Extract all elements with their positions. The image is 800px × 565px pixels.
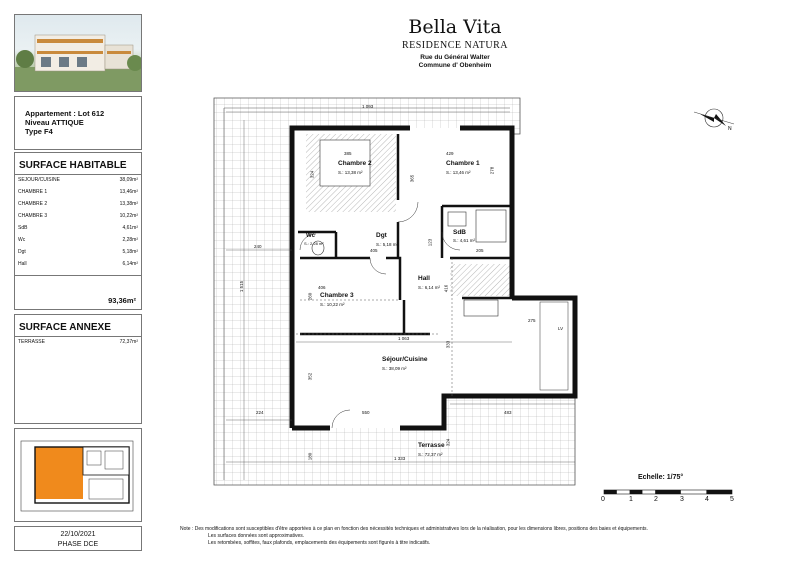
dimension-label: 123: [427, 238, 433, 247]
dimension-label: 180: [307, 452, 313, 461]
scale-bar: [603, 489, 733, 495]
scale-tick-5: 5: [730, 496, 734, 503]
hall-hatch: [450, 264, 510, 296]
room-label-terrasse: Terrasse: [418, 442, 445, 449]
dimension-label: 406: [318, 285, 326, 290]
room-label-hall: Hall: [418, 275, 430, 282]
dimension-label: 429: [446, 151, 454, 156]
room-area-chambre2: S.: 13,38 m²: [338, 170, 363, 175]
dimension-label: 260: [307, 292, 313, 301]
room-label-chambre2: Chambre 2: [338, 160, 372, 167]
commune-name: Commune d' Obenheim: [418, 62, 492, 69]
note-line: Note : Des modifications sont susceptibl…: [180, 526, 648, 532]
dimension-label: 240: [254, 244, 262, 249]
dimension-label: LV: [558, 326, 564, 331]
svg-text:N: N: [728, 126, 732, 132]
north-arrow-icon: N: [693, 108, 735, 132]
dimension-label: 275: [528, 318, 536, 323]
building-render-image: [14, 14, 142, 92]
kitchen-sink: [463, 299, 499, 317]
room-area-chambre3: S.: 10,22 m²: [320, 302, 345, 307]
room-label-chambre3: Chambre 3: [320, 292, 354, 299]
dimension-label: 1 063: [398, 336, 410, 341]
key-plan: [14, 428, 142, 522]
exterior-walls: [289, 125, 578, 431]
room-area-hall: S.: 6,14 m²: [418, 285, 441, 290]
kitchen-counter: [539, 301, 569, 391]
surface-habitable-title: SURFACE HABITABLE: [15, 153, 141, 175]
dimension-label: 1 333: [394, 456, 406, 461]
room-label-sejour: Séjour/Cuisine: [382, 356, 428, 363]
surface-habitable-total: 93,36m²: [108, 296, 136, 305]
apartment-lot: Appartement : Lot 612: [25, 109, 105, 118]
dimension-label: 416: [443, 284, 449, 293]
residence-name: RESIDENCE NATURA: [401, 40, 509, 51]
room-area-chambre1: S.: 13,46 m²: [446, 170, 471, 175]
scale-label: Echelle: 1/75°: [638, 474, 684, 481]
bed: [319, 139, 371, 187]
dimension-label: 333: [445, 340, 451, 349]
dimension-label: 483: [504, 410, 512, 415]
dimension-label: 385: [344, 151, 352, 156]
surface-annexe-title: SURFACE ANNEXE: [15, 315, 141, 337]
note-line: Les retombées, soffites, faux plafonds, …: [208, 540, 431, 546]
room-label-sdb: SdB: [453, 229, 466, 236]
plan-notes: Note : Des modifications sont susceptibl…: [180, 526, 770, 547]
room-area-dgt: S.: 5,18 m²: [376, 242, 399, 247]
room-label-wc: Wc: [306, 233, 315, 239]
door-swings: [299, 201, 461, 429]
apartment-info-box: Appartement : Lot 612 Niveau ATTIQUE Typ…: [14, 96, 142, 150]
dimension-label: 1 515: [239, 280, 245, 293]
dimension-label: 405: [370, 248, 378, 253]
dimension-lines: [226, 111, 575, 480]
room-area-terrasse: S.: 72,37 m²: [418, 452, 443, 457]
scale-tick-1: 1: [629, 496, 633, 503]
dimension-label: 324: [445, 438, 451, 447]
apartment-type: Type F4: [25, 127, 53, 136]
scale-tick-4: 4: [705, 496, 709, 503]
dimension-label: 352: [307, 372, 313, 381]
room-label-dgt: Dgt: [376, 232, 387, 239]
bathtub: [475, 209, 507, 243]
dimension-label: 324: [309, 170, 315, 179]
dimension-label: 205: [476, 248, 484, 253]
date-phase-box: 22/10/2021 PHASE DCE: [14, 526, 142, 551]
washbasin: [447, 211, 467, 227]
plan-date: 22/10/2021: [60, 531, 96, 538]
apartment-level: Niveau ATTIQUE: [25, 118, 84, 127]
scale-tick-2: 2: [654, 496, 658, 503]
room-label-chambre1: Chambre 1: [446, 160, 480, 167]
dimension-label: 550: [362, 410, 370, 415]
dimension-label: 278: [489, 166, 495, 175]
plan-phase: PHASE DCE: [57, 541, 99, 548]
project-title-block: Bella Vita RESIDENCE NATURA Rue du Génér…: [300, 16, 610, 70]
project-name: Bella Vita: [408, 16, 502, 38]
dimension-label: 365: [409, 174, 415, 183]
dimension-label: 224: [256, 410, 264, 415]
room-area-sejour: S.: 38,09 m²: [382, 366, 407, 371]
table-divider: [15, 275, 141, 276]
scale-tick-3: 3: [680, 496, 684, 503]
dimension-label: 1 093: [362, 104, 374, 109]
room-area-wc: S.: 2,28 m²: [304, 241, 324, 246]
room-area-sdb: S.: 4,61 m²: [453, 238, 476, 243]
building-render-illustration: [15, 34, 141, 91]
toilet: [311, 240, 325, 256]
street-address: Rue du Général Walter: [420, 54, 490, 61]
key-plan-drawing: [20, 440, 134, 512]
note-line: Les surfaces données sont approximatives…: [208, 533, 305, 539]
scale-tick-0: 0: [601, 496, 605, 503]
